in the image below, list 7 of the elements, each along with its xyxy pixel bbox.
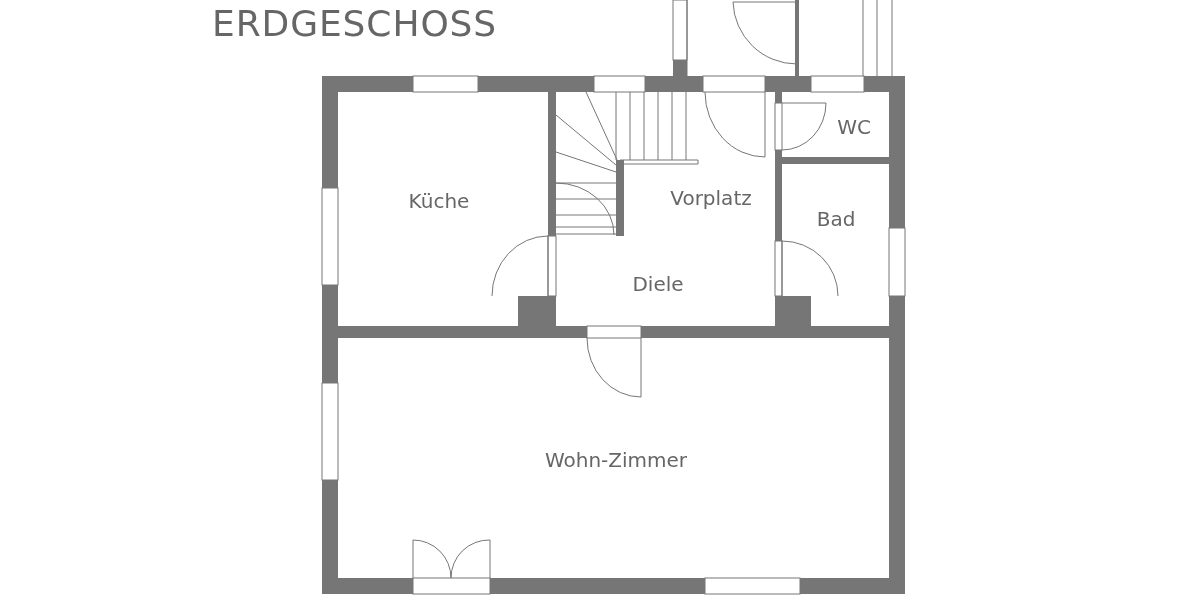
room-label: Wohn-Zimmer <box>544 448 688 472</box>
room-label: Vorplatz <box>670 186 752 210</box>
plan-title: ERDGESCHOSS <box>212 2 498 46</box>
room-label: Diele <box>632 272 684 296</box>
room-label: Bad <box>816 207 856 231</box>
room-label: WC <box>837 115 871 139</box>
room-label: Küche <box>408 189 470 213</box>
